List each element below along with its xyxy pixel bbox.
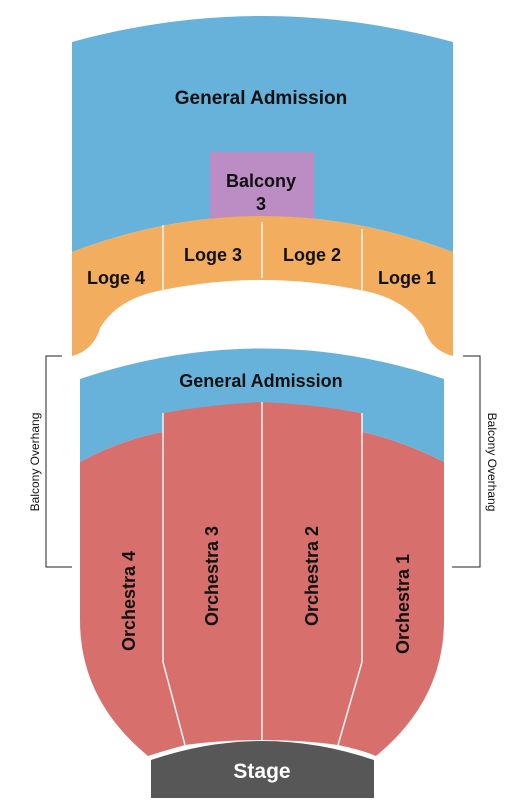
label-balcony-3-line1: Balcony — [226, 171, 296, 191]
label-loge-1: Loge 1 — [378, 268, 436, 288]
label-loge-2: Loge 2 — [283, 245, 341, 265]
orchestra-divider-3 — [337, 413, 363, 746]
section-orchestra-2[interactable] — [262, 402, 362, 745]
label-balcony-overhang-left: Balcony Overhang — [28, 413, 42, 512]
section-balcony-3[interactable] — [210, 152, 314, 224]
label-lower-general-admission: General Admission — [179, 371, 342, 391]
label-loge-4: Loge 4 — [87, 268, 145, 288]
label-balcony-3-line2: 3 — [256, 194, 266, 214]
label-loge-3: Loge 3 — [184, 245, 242, 265]
section-orchestra-3[interactable] — [163, 402, 262, 745]
section-orchestra-4[interactable] — [80, 432, 185, 756]
label-upper-general-admission: General Admission — [175, 88, 347, 109]
section-loge — [72, 216, 453, 356]
section-lower-general-admission[interactable] — [80, 348, 444, 463]
orchestra-divider-1 — [162, 413, 186, 746]
label-orchestra-1: Orchestra 1 — [393, 554, 413, 654]
label-balcony-overhang-right: Balcony Overhang — [485, 413, 499, 512]
balcony-overhang-bracket-left — [45, 355, 72, 568]
label-orchestra-3: Orchestra 3 — [202, 526, 222, 626]
section-upper-general-admission[interactable] — [72, 16, 453, 252]
section-orchestra-1[interactable] — [338, 432, 444, 756]
label-orchestra-4: Orchestra 4 — [119, 551, 139, 651]
stage — [151, 741, 374, 798]
label-orchestra-2: Orchestra 2 — [302, 526, 322, 626]
balcony-overhang-bracket-right — [452, 355, 481, 568]
label-stage: Stage — [233, 760, 290, 783]
